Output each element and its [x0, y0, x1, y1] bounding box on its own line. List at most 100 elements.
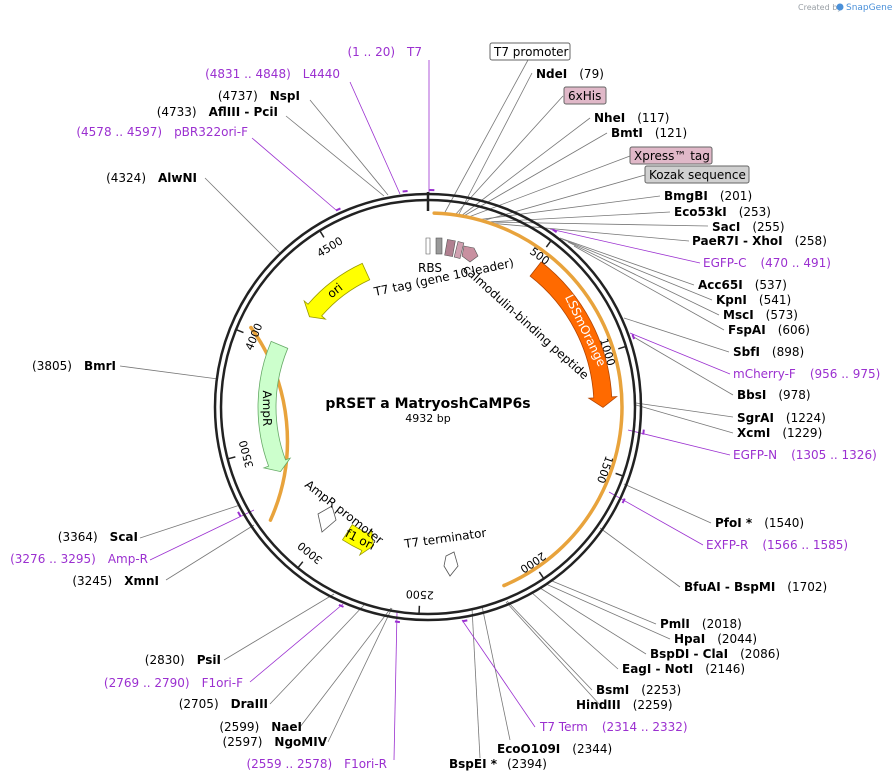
site-hindiii: HindIII(2259): [576, 698, 673, 712]
rbs-label: RBS: [418, 261, 442, 275]
his-text: 6xHis: [568, 89, 601, 103]
site-bbsi: BbsI(978): [737, 388, 811, 402]
leader-bsmi: [506, 600, 593, 691]
tick-4000: [235, 328, 244, 334]
kozak-box: [644, 165, 750, 184]
tick-4500: [319, 230, 325, 238]
site-noti: EagI - NotI(2146): [622, 662, 745, 676]
site-kpni: KpnI(541): [716, 293, 791, 307]
primer-marks: [237, 189, 645, 624]
primer-exfpr: EXFP-R(1566 .. 1585): [706, 538, 848, 552]
xpress-text: Xpress™ tag: [634, 149, 710, 163]
feature-arrow-1: [529, 261, 618, 408]
site-afliii: (4733)AflIII - PciI: [157, 105, 278, 119]
site-saci: SacI(255): [712, 220, 785, 234]
site-scai: (3364)ScaI: [58, 530, 138, 544]
tick-label-2500: 2500: [406, 587, 435, 601]
leader-primer-l4440: [349, 81, 401, 195]
primer-labels: (1 .. 20)T7 (4831 .. 4848)L4440 (4578 ..…: [10, 45, 880, 771]
leader-sbfi: [623, 317, 730, 353]
site-naei: (2599)NaeI: [219, 720, 302, 734]
leader-xcmi: [635, 404, 734, 434]
site-hpai: HpaI(2044): [674, 632, 757, 646]
leader-ndei: [457, 72, 533, 217]
site-acc65i: Acc65I(537): [698, 278, 787, 292]
plasmid-length: 4932 bp: [405, 412, 450, 425]
leader-noti: [530, 591, 619, 670]
site-msci: MscI(573): [723, 308, 798, 322]
site-ndei: NdeI(79): [536, 67, 604, 81]
leader-kpni: [561, 238, 713, 301]
leader-psii: [223, 593, 335, 661]
site-ecoo109i: EcoO109I(2344): [497, 742, 612, 756]
primer-t7term: T7 Term(2314 .. 2332): [539, 720, 688, 734]
site-eco53ki: Eco53kI(253): [674, 205, 771, 219]
feature-arrow-0: [303, 262, 371, 320]
his-box: [563, 86, 607, 105]
t7-promoter-mark: [425, 237, 431, 255]
xpress-box: [629, 146, 713, 165]
t7-terminator-mark: [443, 551, 459, 577]
site-fspai: FspAI(606): [728, 323, 810, 337]
t7-promoter-text: T7 promoter: [493, 45, 569, 59]
leader-xhoi: [488, 222, 690, 242]
leader-primer-mcherry: [629, 332, 731, 375]
site-ngomiv: (2597)NgoMIV: [223, 735, 328, 749]
primer-mark-4: [631, 334, 636, 340]
site-sgrai: SgrAI(1224): [737, 411, 826, 425]
orf-arcs: [249, 211, 624, 588]
primer-t7: (1 .. 20)T7: [348, 45, 423, 59]
primer-mark-9: [338, 603, 344, 608]
leader-scai: [139, 504, 241, 539]
primer-ampr: (3276 .. 3295)Amp-R: [10, 552, 148, 566]
leader-pmli: [551, 580, 657, 625]
leader-msci: [567, 241, 720, 316]
site-pfoi: PfoI *(1540): [715, 516, 804, 530]
right-enzymes: NdeI(79) NheI(117) BmtI(121) BmgBI(201) …: [449, 67, 827, 771]
tick-2000: [538, 571, 545, 580]
feature-arrow-3: [341, 524, 374, 557]
leader-primer-f1orir: [393, 611, 398, 761]
cbp-mark: [461, 245, 479, 263]
site-alwni: (4324)AlwNI: [106, 171, 197, 185]
primer-egfpc: EGFP-C(470 .. 491): [703, 256, 831, 270]
tick-1000: [618, 345, 627, 350]
leader-bmti: [461, 132, 608, 218]
leader-primer-egfpc: [549, 228, 701, 264]
leader-kozak: [481, 174, 646, 222]
leader-draiii: [269, 603, 366, 705]
leader-primer-ampr: [149, 509, 255, 561]
primer-mark-1: [402, 189, 408, 193]
site-sbfi: SbfI(898): [733, 345, 804, 359]
site-pmli: PmlI(2018): [660, 617, 742, 631]
primer-mark-8: [237, 511, 242, 517]
plasmid-name: pRSET a MatryoshCaMP6s: [325, 396, 530, 412]
feature-label-2: AmpR: [260, 390, 274, 426]
kozak-text: Kozak sequence: [649, 168, 746, 182]
site-bmgbi: BmgBI(201): [664, 189, 752, 203]
ampr-promoter-mark: [317, 505, 337, 533]
leader-pfoi: [623, 483, 712, 524]
primer-mark-5: [642, 429, 645, 435]
t7-promoter-box: [489, 42, 571, 61]
leader-afliii: [285, 115, 385, 197]
primer-mark-6: [621, 498, 626, 504]
leader-primer-f1orif: [249, 603, 344, 683]
leader-xpress: [465, 155, 631, 219]
leader-acc65i: [559, 237, 695, 286]
primer-mark-10: [394, 620, 401, 624]
leader-nhei: [460, 117, 591, 217]
site-bsmi: BsmI(2253): [596, 683, 681, 697]
leader-bfuai: [599, 527, 681, 588]
primer-mark-7: [462, 619, 468, 623]
leader-claI: [539, 587, 647, 655]
leader-t7-promoter: [443, 59, 529, 215]
leader-primer-egfpn: [627, 429, 731, 456]
leader-primer-t7term: [461, 619, 536, 728]
site-xcmi: XcmI(1229): [737, 426, 822, 440]
site-bmri: (3805)BmrI: [32, 359, 116, 373]
snapgene-brand: SnapGene: [846, 3, 893, 13]
leader-bspei: [471, 607, 481, 759]
site-nhei: NheI(117): [594, 111, 669, 125]
